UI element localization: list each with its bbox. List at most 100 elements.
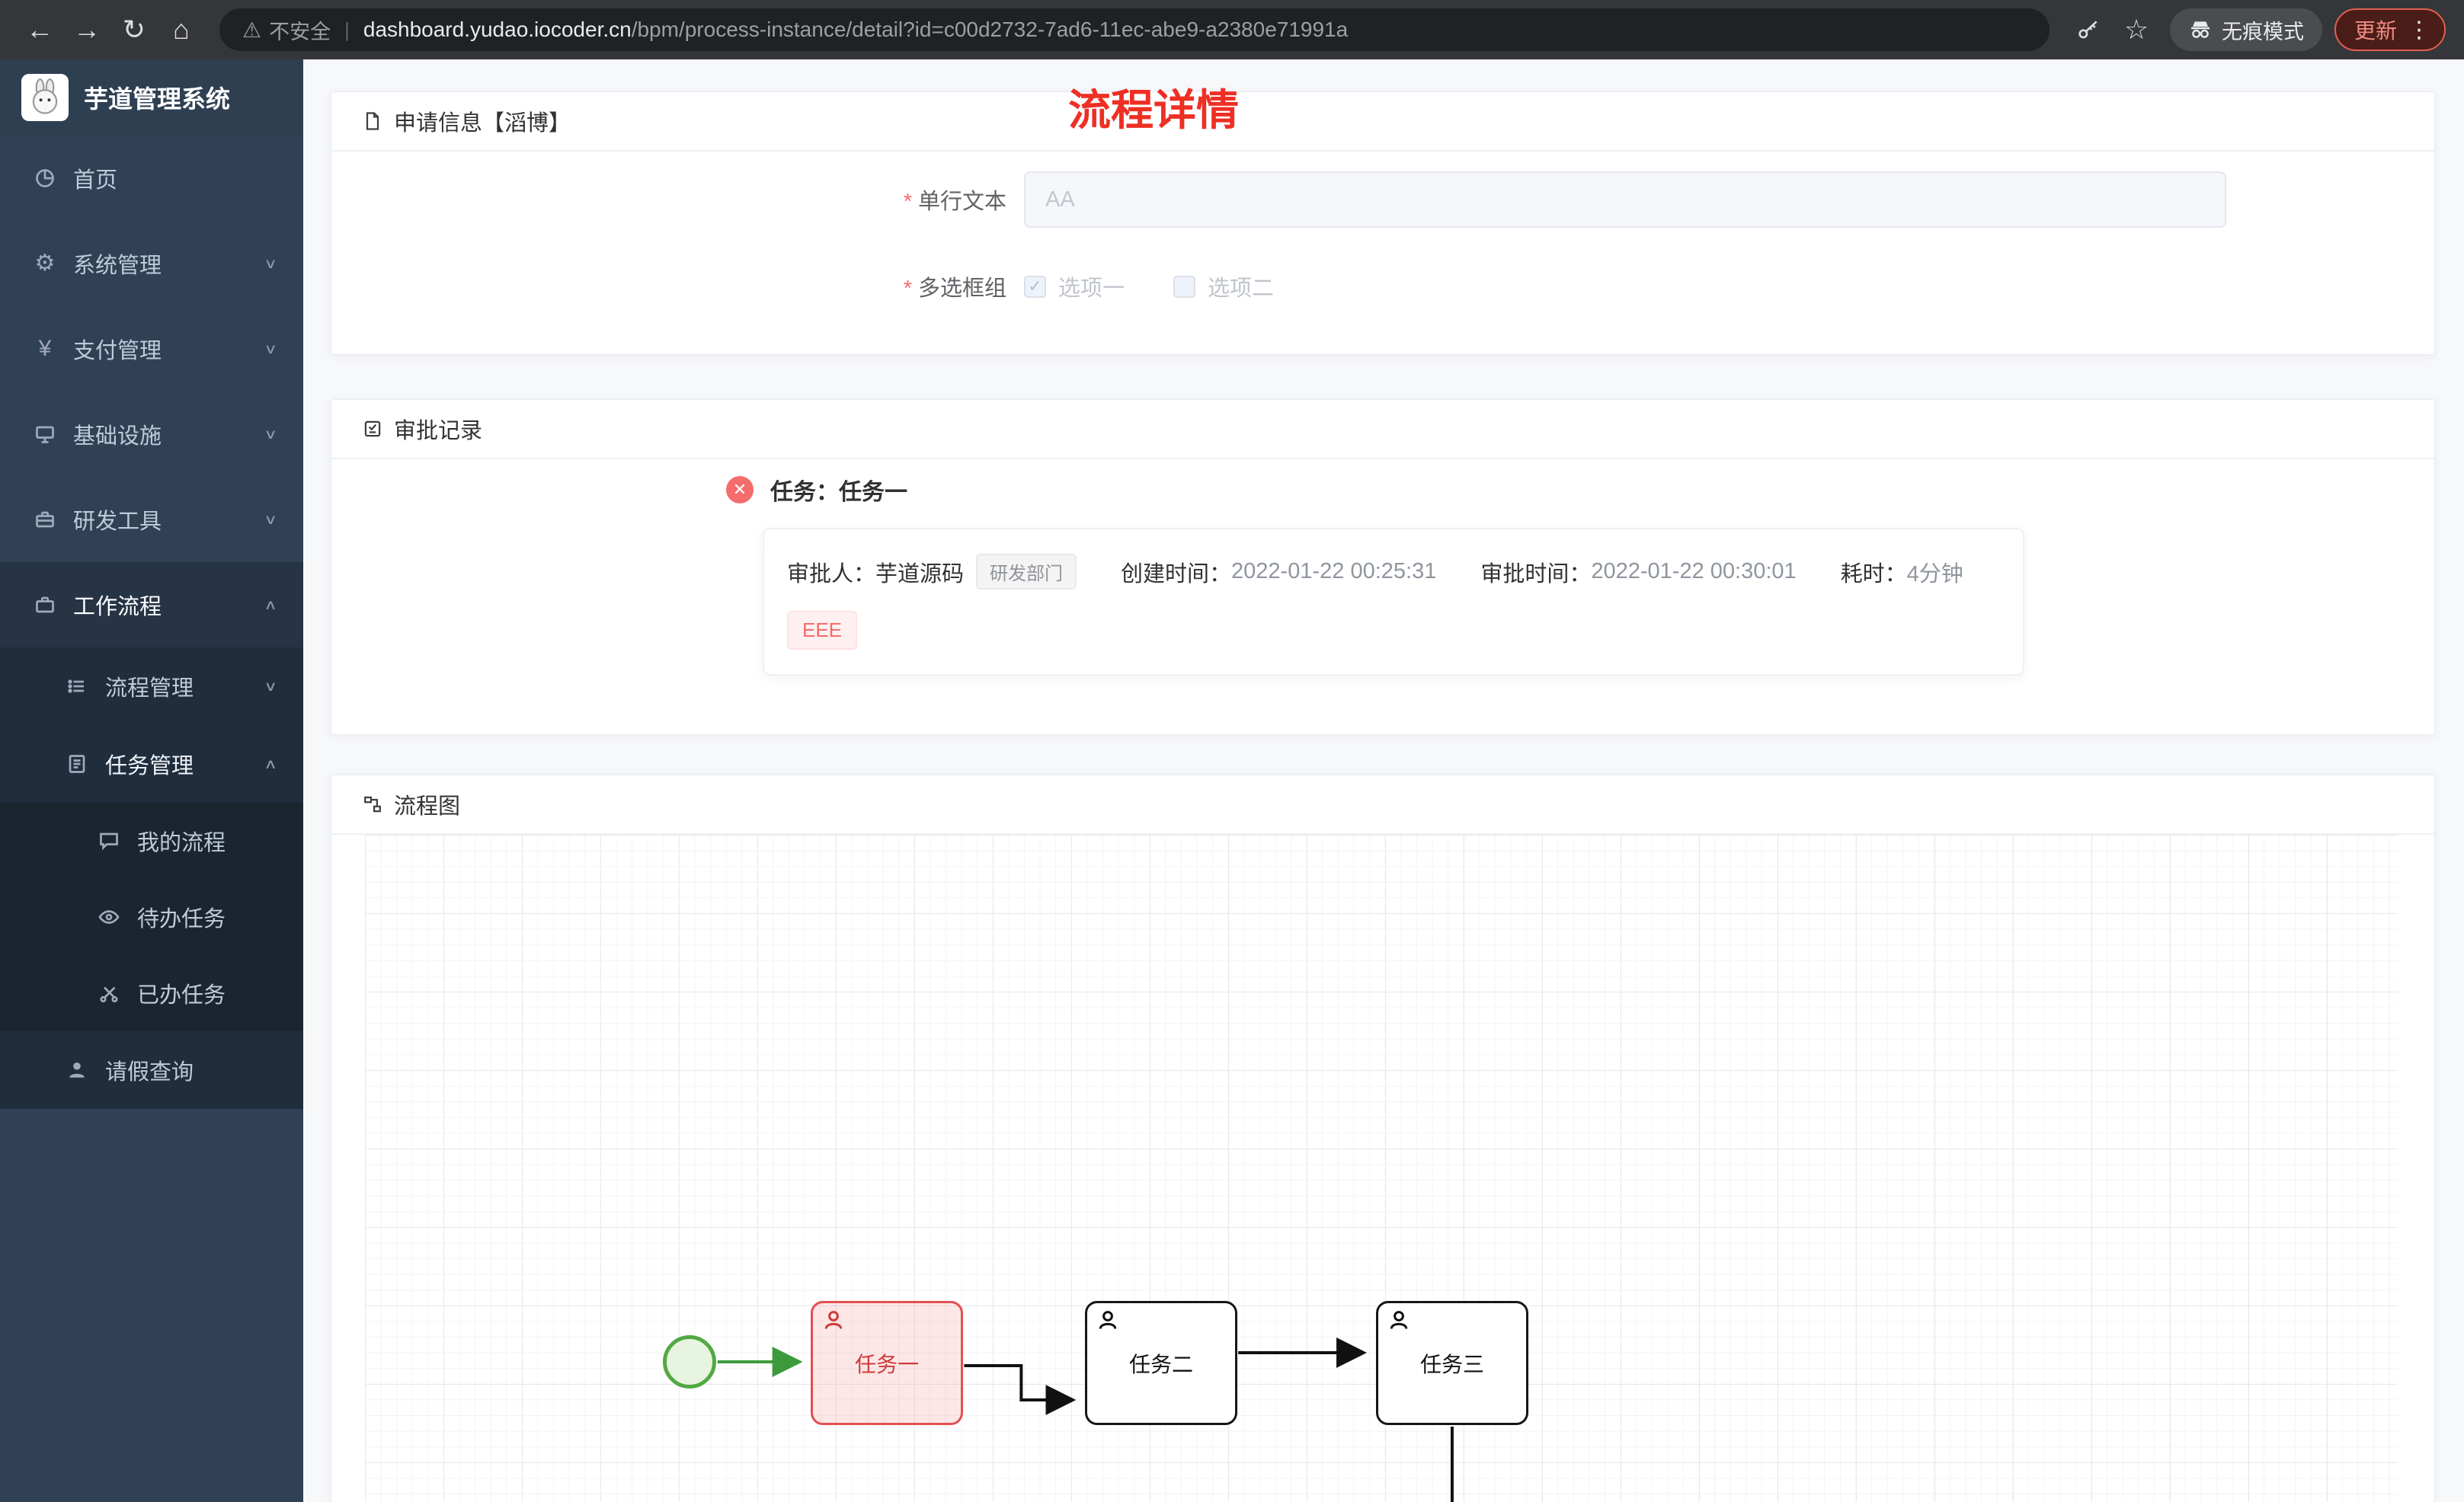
chevron-up-icon: ∧ (264, 596, 277, 613)
sidebar-menu: 首页 ⚙ 系统管理 ∨ ¥ 支付管理 ∨ 基础设施 ∨ (0, 136, 303, 1109)
sidebar: 芋道管理系统 首页 ⚙ 系统管理 ∨ ¥ 支付管理 ∨ (0, 59, 303, 1502)
checkbox-option-2[interactable]: 选项二 (1173, 270, 1274, 302)
url-separator: | (344, 18, 350, 41)
sidebar-item-workflow[interactable]: 工作流程 ∧ (0, 562, 303, 647)
page-title: 流程详情 (1068, 86, 1239, 134)
flow-diagram-card: 流程图 (331, 775, 2435, 1502)
sidebar-item-devtools[interactable]: 研发工具 ∨ (0, 477, 303, 562)
sidebar-item-system[interactable]: ⚙ 系统管理 ∨ (0, 221, 303, 306)
approval-record-header: 审批记录 (331, 400, 2434, 459)
reload-icon[interactable]: ↻ (122, 14, 146, 45)
approver-group: 审批人： 芋道源码 研发部门 (787, 554, 1077, 590)
sidebar-item-label: 系统管理 (73, 254, 162, 278)
single-line-text-input[interactable]: AA (1024, 171, 2226, 228)
rejected-status-icon: ✕ (726, 476, 754, 503)
update-button[interactable]: 更新 ⋮ (2334, 8, 2446, 51)
briefcase-icon (32, 593, 58, 616)
key-icon[interactable] (2066, 8, 2110, 51)
sidebar-item-process-management[interactable]: 流程管理 ∨ (0, 647, 303, 725)
back-icon[interactable]: ← (26, 14, 53, 45)
reason-tag: EEE (787, 611, 858, 650)
sidebar-item-done-tasks[interactable]: 已办任务 (0, 955, 303, 1031)
browser-toolbar: ← → ↻ ⌂ ⚠ 不安全 | dashboard.yudao.iocoder.… (0, 0, 2464, 59)
chevron-down-icon: ∨ (264, 678, 277, 695)
checkbox-label: 选项二 (1208, 276, 1275, 301)
sidebar-item-infrastructure[interactable]: 基础设施 ∨ (0, 391, 303, 477)
incognito-badge: 无痕模式 (2169, 8, 2322, 51)
sidebar-item-label: 我的流程 (137, 831, 226, 855)
bpmn-task-1[interactable]: 任务一 (811, 1301, 963, 1425)
form-row-single-line-text: *单行文本 AA (362, 171, 2404, 228)
field-label: *多选框组 (903, 276, 1006, 301)
incognito-label: 无痕模式 (2221, 20, 2304, 43)
app-title: 芋道管理系统 (84, 85, 231, 113)
bpmn-task-3[interactable]: 任务三 (1376, 1301, 1528, 1425)
yen-icon: ¥ (38, 336, 52, 361)
clipboard-icon (64, 753, 90, 775)
approval-meta-row: 审批人： 芋道源码 研发部门 创建时间： 2022-01-22 00:25:31… (787, 554, 2000, 590)
sidebar-item-label: 支付管理 (73, 339, 162, 363)
sidebar-item-leave-query[interactable]: 请假查询 (0, 1031, 303, 1109)
bpmn-canvas[interactable]: 任务一 任务二 任务三 (365, 835, 2398, 1502)
gear-icon: ⚙ (34, 251, 56, 276)
update-label: 更新 (2354, 19, 2397, 43)
sidebar-item-task-management[interactable]: 任务管理 ∧ (0, 725, 303, 803)
required-asterisk: * (903, 190, 912, 214)
approver-label: 审批人： (787, 561, 876, 586)
chevron-up-icon: ∧ (264, 756, 277, 772)
approved-time-group: 审批时间： 2022-01-22 00:30:01 (1480, 556, 1796, 588)
diagram-icon (364, 796, 381, 813)
checkbox-checked-icon: ✓ (1024, 275, 1046, 298)
card-title: 审批记录 (394, 419, 483, 443)
chevron-down-icon: ∨ (264, 426, 277, 443)
security-label: 不安全 (269, 20, 331, 43)
sidebar-item-label: 基础设施 (73, 424, 162, 449)
sidebar-item-label: 待办任务 (137, 907, 226, 932)
sidebar-item-label: 流程管理 (105, 676, 194, 701)
logo-avatar (21, 74, 69, 121)
menu-kebab-icon[interactable]: ⋮ (2408, 17, 2430, 43)
home-icon[interactable]: ⌂ (173, 14, 190, 45)
checkbox-label: 选项一 (1058, 276, 1125, 301)
sidebar-item-my-process[interactable]: 我的流程 (0, 803, 303, 879)
checkbox-option-1[interactable]: ✓ 选项一 (1024, 270, 1125, 302)
approval-detail-box: 审批人： 芋道源码 研发部门 创建时间： 2022-01-22 00:25:31… (763, 528, 2024, 676)
forward-icon[interactable]: → (73, 14, 101, 45)
application-info-header: 申请信息【滔博】 (331, 92, 2434, 152)
url-path: /bpm/process-instance/detail?id=c00d2732… (631, 18, 1349, 41)
toolbox-icon (32, 508, 58, 531)
security-warning-icon[interactable]: ⚠ (242, 18, 262, 42)
approved-value: 2022-01-22 00:30:01 (1591, 559, 1797, 583)
bpmn-task-2[interactable]: 任务二 (1085, 1301, 1237, 1425)
duration-value: 4分钟 (1906, 561, 1963, 586)
monitor-icon (32, 423, 58, 446)
bpmn-connectors (717, 1337, 1454, 1502)
chevron-down-icon: ∨ (264, 255, 277, 272)
address-bar[interactable]: ⚠ 不安全 | dashboard.yudao.iocoder.cn/bpm/p… (219, 8, 2050, 51)
chevron-down-icon: ∨ (264, 511, 277, 528)
main-content: 流程详情 申请信息【滔博】 *单行文本 AA *多选框组 ✓ (303, 59, 2464, 1502)
chat-icon (96, 829, 122, 852)
created-label: 创建时间： (1121, 561, 1232, 586)
sidebar-item-label: 研发工具 (73, 510, 162, 534)
approval-record-card: 审批记录 ✕ 任务：任务一 审批人： 芋道源码 研发部门 创建时间： 2022-… (331, 399, 2435, 735)
form-row-checkbox-group: *多选框组 ✓ 选项一 选项二 (362, 258, 2404, 315)
incognito-icon (2190, 21, 2210, 38)
checkbox-unchecked-icon (1173, 275, 1196, 298)
sidebar-item-label: 任务管理 (105, 754, 194, 778)
bookmark-star-icon[interactable]: ☆ (2123, 14, 2149, 45)
sidebar-item-payment[interactable]: ¥ 支付管理 ∨ (0, 306, 303, 391)
sidebar-item-todo-tasks[interactable]: 待办任务 (0, 879, 303, 955)
duration-group: 耗时： 4分钟 (1841, 556, 1963, 588)
application-info-card: 申请信息【滔博】 *单行文本 AA *多选框组 ✓ 选项一 (331, 91, 2435, 355)
card-title: 申请信息【滔博】 (394, 111, 571, 136)
app-logo[interactable]: 芋道管理系统 (0, 59, 303, 136)
created-time-group: 创建时间： 2022-01-22 00:25:31 (1121, 556, 1436, 588)
task-label: 任务二 (1128, 1352, 1193, 1376)
user-icon (64, 1059, 90, 1082)
task-label: 任务三 (1419, 1352, 1484, 1376)
duration-label: 耗时： (1840, 561, 1907, 586)
sidebar-item-home[interactable]: 首页 (0, 136, 303, 221)
created-value: 2022-01-22 00:25:31 (1231, 559, 1437, 583)
user-task-icon (824, 1311, 843, 1329)
